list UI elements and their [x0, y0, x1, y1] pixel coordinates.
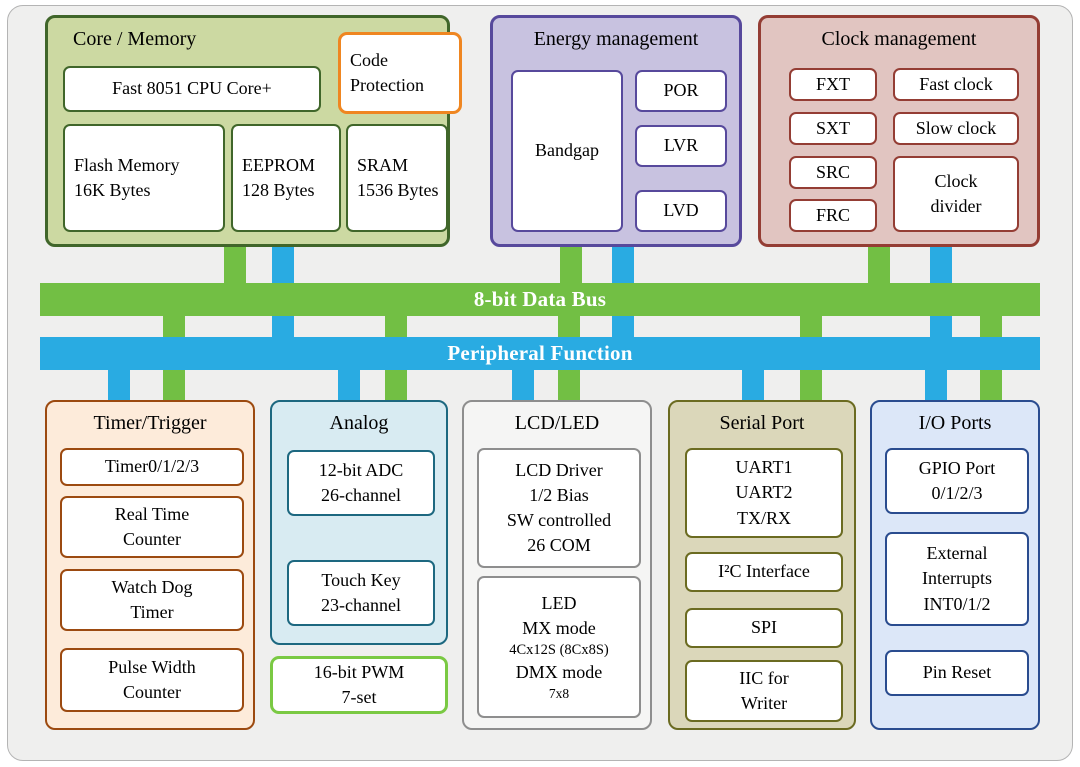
- flash-memory-box: Flash Memory 16K Bytes: [63, 124, 225, 232]
- lvr-box: LVR: [635, 125, 727, 167]
- pulse-width-counter-box: Pulse Width Counter: [60, 648, 244, 712]
- por-box: POR: [635, 70, 727, 112]
- peripheral-bus-label: Peripheral Function: [447, 341, 633, 365]
- energy-management-panel: Energy management Bandgap POR LVR LVD: [490, 15, 742, 247]
- clock-divider-box: Clock divider: [893, 156, 1019, 232]
- peripheral-function-bus: Peripheral Function: [40, 337, 1040, 370]
- src-box: SRC: [789, 156, 877, 189]
- connector-energy-databus: [560, 247, 582, 285]
- touch-key-box: Touch Key 23-channel: [287, 560, 435, 626]
- external-interrupts-box: External Interrupts INT0/1/2: [885, 532, 1029, 626]
- data-bus-label: 8-bit Data Bus: [473, 287, 607, 311]
- connector-io-peripheral: [925, 370, 947, 402]
- analog-panel: Analog 12-bit ADC 26-channel Touch Key 2…: [270, 400, 448, 645]
- clock-management-panel: Clock management FXT SXT SRC FRC Fast cl…: [758, 15, 1040, 247]
- fast-clock-box: Fast clock: [893, 68, 1019, 101]
- connector-lcd-peripheral: [512, 370, 534, 402]
- led-mx-mode-label: MX mode: [522, 618, 596, 639]
- fxt-box: FXT: [789, 68, 877, 101]
- connector-serial-peripheral: [742, 370, 764, 402]
- timer-trigger-panel: Timer/Trigger Timer0/1/2/3 Real Time Cou…: [45, 400, 255, 730]
- connector-analog-peripheral: [338, 370, 360, 402]
- io-ports-panel: I/O Ports GPIO Port 0/1/2/3 External Int…: [870, 400, 1040, 730]
- bandgap-box: Bandgap: [511, 70, 623, 232]
- led-dmx-mode-label: DMX mode: [515, 662, 603, 683]
- cpu-core-box: Fast 8051 CPU Core+: [63, 66, 321, 112]
- core-memory-title: Core / Memory: [73, 28, 197, 50]
- led-dmx-config-label: 7x8: [548, 686, 570, 702]
- serial-port-title: Serial Port: [719, 412, 805, 434]
- code-protection-box: Code Protection: [338, 32, 462, 114]
- iic-writer-box: IIC for Writer: [685, 660, 843, 722]
- data-bus: 8-bit Data Bus: [40, 283, 1040, 316]
- timer-trigger-title: Timer/Trigger: [93, 412, 207, 434]
- eeprom-box: EEPROM 128 Bytes: [231, 124, 341, 232]
- spi-box: SPI: [685, 608, 843, 648]
- core-memory-panel: Core / Memory Fast 8051 CPU Core+ Code P…: [45, 15, 462, 247]
- connector-clock-databus: [868, 247, 890, 285]
- adc-box: 12-bit ADC 26-channel: [287, 450, 435, 516]
- connector-core-databus: [224, 247, 246, 285]
- connector-timer-peripheral: [108, 370, 130, 402]
- io-ports-title: I/O Ports: [918, 412, 992, 434]
- gpio-port-box: GPIO Port 0/1/2/3: [885, 448, 1029, 514]
- lcd-led-title: LCD/LED: [514, 412, 600, 434]
- pin-reset-box: Pin Reset: [885, 650, 1029, 696]
- timer0123-box: Timer0/1/2/3: [60, 448, 244, 486]
- uart-box: UART1 UART2 TX/RX: [685, 448, 843, 538]
- slow-clock-box: Slow clock: [893, 112, 1019, 145]
- clock-management-title: Clock management: [821, 28, 977, 50]
- led-label: LED: [541, 593, 577, 614]
- sram-box: SRAM 1536 Bytes: [346, 124, 448, 232]
- led-mx-config-label: 4Cx12S (8Cx8S): [509, 642, 609, 659]
- sxt-box: SXT: [789, 112, 877, 145]
- lcd-driver-box: LCD Driver 1/2 Bias SW controlled 26 COM: [477, 448, 641, 568]
- frc-box: FRC: [789, 199, 877, 232]
- watch-dog-timer-box: Watch Dog Timer: [60, 569, 244, 631]
- led-box: LED MX mode 4Cx12S (8Cx8S) DMX mode 7x8: [477, 576, 641, 718]
- real-time-counter-box: Real Time Counter: [60, 496, 244, 558]
- pwm-box: 16-bit PWM 7-set: [270, 656, 448, 714]
- analog-title: Analog: [329, 412, 389, 434]
- i2c-interface-box: I²C Interface: [685, 552, 843, 592]
- lvd-box: LVD: [635, 190, 727, 232]
- energy-management-title: Energy management: [533, 28, 699, 50]
- serial-port-panel: Serial Port UART1 UART2 TX/RX I²C Interf…: [668, 400, 856, 730]
- lcd-led-panel: LCD/LED LCD Driver 1/2 Bias SW controlle…: [462, 400, 652, 730]
